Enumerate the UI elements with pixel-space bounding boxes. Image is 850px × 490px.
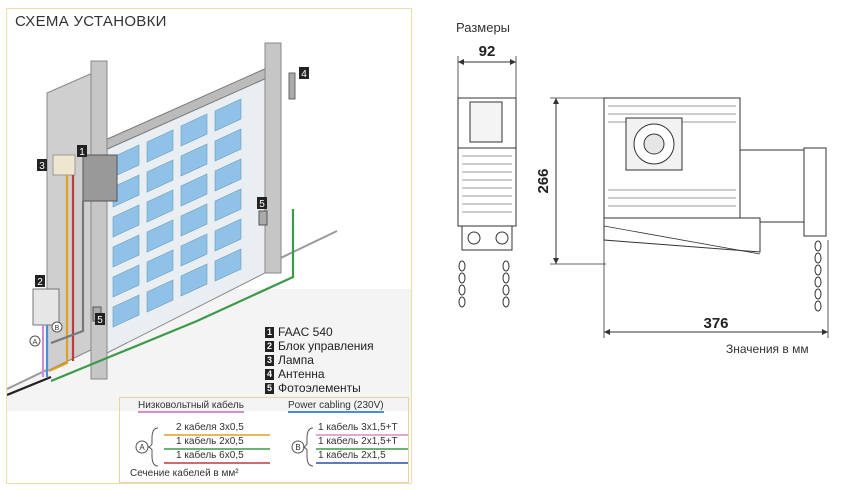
- left-post: [90, 60, 108, 380]
- installation-illustration: 1 2 3 4 5 5 A B: [7, 42, 411, 411]
- cable-gray: [50, 201, 85, 345]
- marker-5b: 5: [97, 315, 103, 326]
- door-windows: [112, 98, 242, 328]
- motor-front-view: [603, 97, 827, 255]
- low-voltage-row: 1 кабель 2x0,5: [176, 436, 244, 447]
- height-value: 266: [535, 168, 552, 193]
- circle-a-label: A: [33, 339, 38, 346]
- cable-footnote: Сечение кабелей в мм²: [130, 468, 239, 479]
- cable-yellow: [48, 175, 69, 373]
- low-voltage-row: 1 кабель 6x0,5: [176, 450, 244, 461]
- cable-green: [50, 209, 295, 383]
- control-box-icon: [32, 288, 60, 326]
- chain-right: [814, 240, 822, 312]
- marker-1: 1: [79, 147, 85, 158]
- cable-black: [7, 375, 52, 397]
- floor: [7, 289, 411, 411]
- marker-5a: 5: [259, 199, 265, 210]
- cable-table-graphics: A B: [135, 427, 408, 467]
- group-a-label: A: [139, 443, 145, 452]
- group-b-label: B: [295, 443, 300, 452]
- low-voltage-row: 2 кабеля 3x0,5: [176, 422, 244, 433]
- power-row: 1 кабель 3x1,5+T: [318, 422, 398, 433]
- cable-table: Низковольтный кабель Power cabling (230V…: [119, 397, 409, 483]
- photocell-right-icon: [258, 210, 268, 226]
- chain-left: [458, 260, 510, 308]
- installation-title: СХЕМА УСТАНОВКИ: [15, 13, 167, 30]
- dimensions-title: Размеры: [456, 20, 511, 35]
- power-header: Power cabling (230V): [288, 400, 384, 413]
- lamp-icon: [52, 154, 76, 176]
- marker-2: 2: [37, 277, 43, 288]
- dimensions-drawing: 92 266: [457, 43, 829, 338]
- installation-panel: СХЕМА УСТАНОВКИ: [6, 8, 412, 484]
- motor-unit-icon: [82, 154, 118, 202]
- marker-3: 3: [39, 161, 45, 172]
- power-row: 1 кабель 2x1,5+T: [318, 436, 398, 447]
- motor-side-view: [457, 97, 517, 251]
- power-row: 1 кабель 2x1,5: [318, 450, 386, 461]
- low-voltage-header: Низковольтный кабель: [138, 400, 244, 413]
- units-note: Значения в мм: [726, 342, 809, 356]
- length-value: 376: [703, 315, 728, 332]
- antenna-icon: [288, 72, 296, 100]
- marker-4: 4: [301, 69, 307, 80]
- circle-b-label: B: [55, 325, 60, 332]
- number-markers: 1 2 3 4 5 5: [35, 67, 309, 326]
- width-value: 92: [479, 43, 496, 60]
- right-post: [264, 42, 282, 274]
